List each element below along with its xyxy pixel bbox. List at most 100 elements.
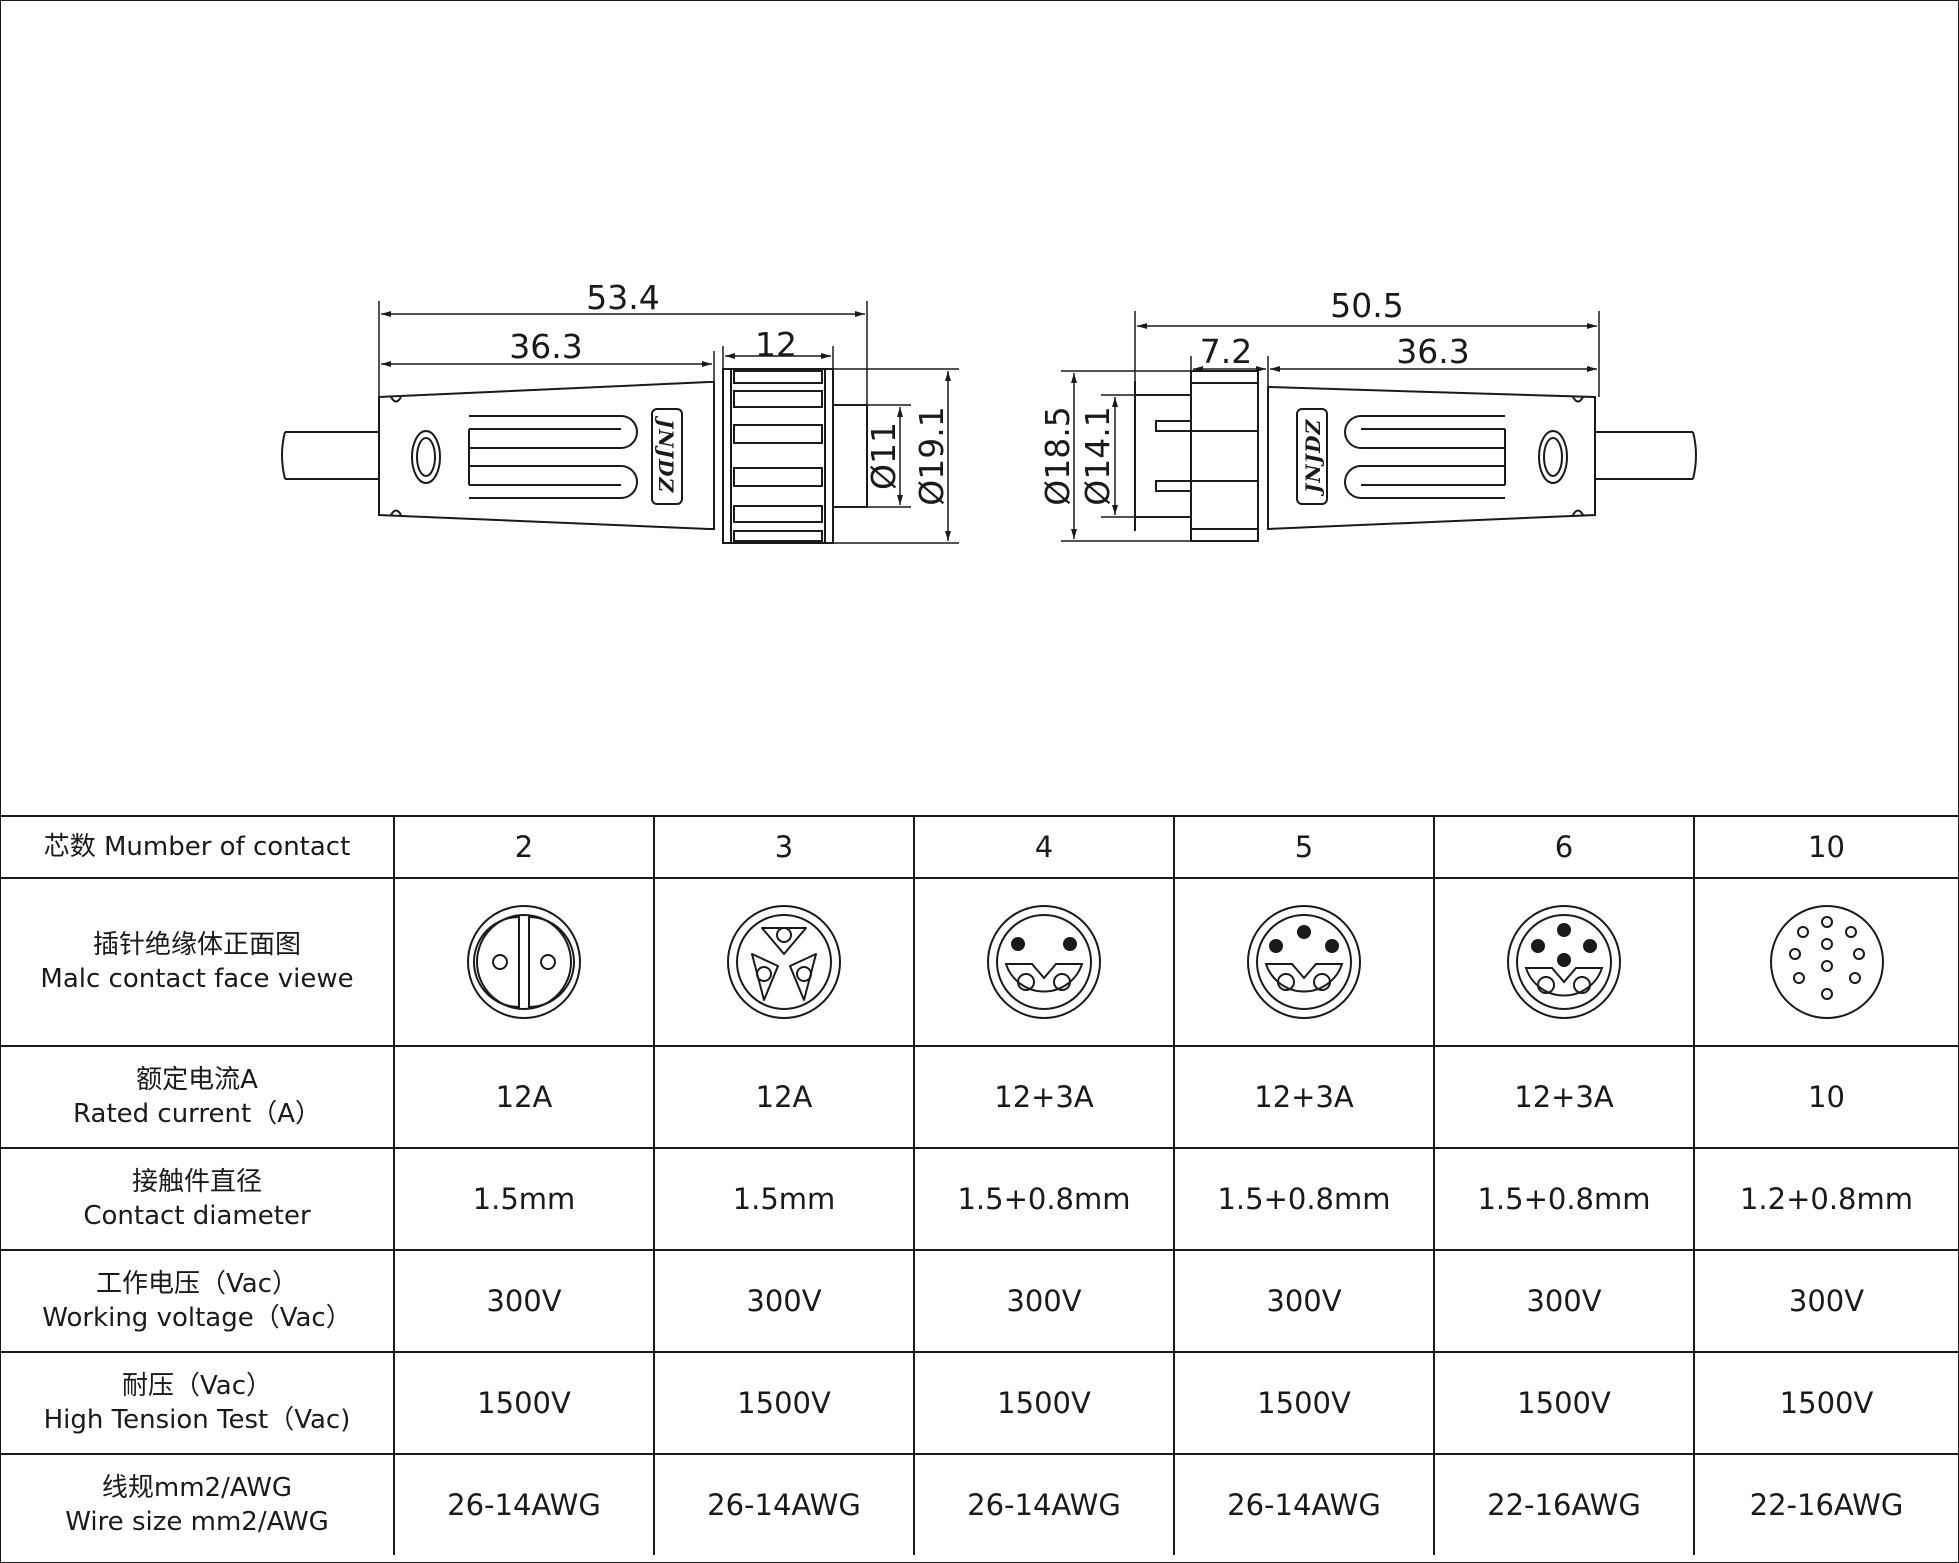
contact-count-cell: 4 <box>913 815 1175 879</box>
face-view-cell <box>393 877 655 1047</box>
female-body <box>1267 385 1596 531</box>
dim-male-body-length: 36.3 <box>509 327 582 366</box>
row-label-en: Wire size mm2/AWG <box>65 1507 329 1537</box>
contact-diameter-cell: 1.5mm <box>653 1147 915 1251</box>
table-row-working-voltage: 工作电压（Vac） Working voltage（Vac） 300V 300V… <box>1 1249 1958 1353</box>
male-grip-slot <box>469 465 638 499</box>
technical-drawing: JNJDZ 53.4 36.3 12 <box>1 1 1958 815</box>
male-coupling-nut <box>722 368 834 544</box>
row-label-face-view: 插针绝缘体正面图 Malc contact face viewe <box>1 877 395 1047</box>
table-row-wire-size: 线规mm2/AWG Wire size mm2/AWG 26-14AWG 26-… <box>1 1453 1958 1555</box>
contact-count-cell: 6 <box>1433 815 1695 879</box>
table-row-rated-current: 额定电流A Rated current（A） 12A 12A 12+3A 12+… <box>1 1045 1958 1149</box>
row-label-contact-diameter: 接触件直径 Contact diameter <box>1 1147 395 1251</box>
male-logo-badge <box>651 408 683 505</box>
high-tension-cell: 1500V <box>393 1351 655 1455</box>
row-label-en: Rated current（A） <box>73 1099 321 1129</box>
dim-male-total-length: 53.4 <box>586 278 659 317</box>
dim-female-outer-diameter: Ø18.5 <box>1038 406 1077 505</box>
female-grip-slot <box>1344 415 1505 449</box>
contact-count-cell: 5 <box>1173 815 1435 879</box>
dim-male-inner-diameter: Ø11 <box>864 422 903 490</box>
row-label-en: Malc contact face viewe <box>40 964 354 994</box>
spec-table: 芯数 Mumber of contact 2 3 4 5 6 10 插针绝缘体正… <box>1 815 1958 1555</box>
face-view-cell <box>1433 877 1695 1047</box>
table-row-high-tension-test: 耐压（Vac） High Tension Test（Vac) 1500V 150… <box>1 1351 1958 1455</box>
working-voltage-cell: 300V <box>1433 1249 1695 1353</box>
contact-diameter-cell: 1.5+0.8mm <box>1433 1147 1695 1251</box>
face-view-cell <box>913 877 1175 1047</box>
row-label-cn: 接触件直径 <box>131 1167 262 1197</box>
contact-face-10pin-icon <box>1769 905 1884 1019</box>
working-voltage-cell: 300V <box>393 1249 655 1353</box>
contact-diameter-cell: 1.2+0.8mm <box>1693 1147 1958 1251</box>
row-label-en: Contact diameter <box>83 1201 311 1231</box>
female-oval-window <box>1538 430 1568 484</box>
wire-size-cell: 26-14AWG <box>1173 1453 1435 1555</box>
male-dimension-lines <box>378 301 959 544</box>
working-voltage-cell: 300V <box>653 1249 915 1353</box>
dim-female-body-length: 36.3 <box>1396 332 1469 371</box>
male-oval-window <box>411 430 441 484</box>
face-view-cell <box>1693 877 1958 1047</box>
wire-size-cell: 26-14AWG <box>393 1453 655 1555</box>
row-label-wire-size: 线规mm2/AWG Wire size mm2/AWG <box>1 1453 395 1555</box>
row-label-cn: 工作电压（Vac） <box>96 1269 298 1299</box>
male-brand-mark: JNJDZ <box>654 415 678 494</box>
rated-current-cell: 12+3A <box>913 1045 1175 1149</box>
male-grip-slot <box>469 415 638 449</box>
row-label-cn: 插针绝缘体正面图 <box>92 930 301 960</box>
connector-drawing: JNJDZ 53.4 36.3 12 <box>281 278 1697 544</box>
rated-current-cell: 10 <box>1693 1045 1958 1149</box>
female-brand-mark: JNJDZ <box>1301 419 1325 498</box>
female-dimension-lines <box>1061 311 1600 542</box>
male-body <box>378 381 715 530</box>
rated-current-cell: 12A <box>393 1045 655 1149</box>
female-logo-badge <box>1296 408 1328 505</box>
row-label-en: Working voltage（Vac） <box>42 1303 352 1333</box>
male-front-sleeve <box>832 404 868 508</box>
wire-size-cell: 22-16AWG <box>1433 1453 1695 1555</box>
contact-count-cell: 10 <box>1693 815 1958 879</box>
working-voltage-cell: 300V <box>1173 1249 1435 1353</box>
contact-diameter-cell: 1.5+0.8mm <box>913 1147 1175 1251</box>
contact-face-4pin-icon <box>987 905 1101 1019</box>
female-coupling-ring <box>1190 370 1259 542</box>
dim-female-inner-diameter: Ø14.1 <box>1078 406 1117 505</box>
contact-diameter-cell: 1.5mm <box>393 1147 655 1251</box>
working-voltage-cell: 300V <box>913 1249 1175 1353</box>
dim-female-total-length: 50.5 <box>1330 286 1403 325</box>
high-tension-cell: 1500V <box>653 1351 915 1455</box>
row-label-cn: 耐压（Vac） <box>122 1371 272 1401</box>
row-label-high-tension-test: 耐压（Vac） High Tension Test（Vac) <box>1 1351 395 1455</box>
contact-face-5pin-icon <box>1247 905 1361 1019</box>
wire-size-cell: 26-14AWG <box>913 1453 1175 1555</box>
table-row-contact-diameter: 接触件直径 Contact diameter 1.5mm 1.5mm 1.5+0… <box>1 1147 1958 1251</box>
high-tension-cell: 1500V <box>913 1351 1175 1455</box>
contact-count-cell: 3 <box>653 815 915 879</box>
rated-current-cell: 12A <box>653 1045 915 1149</box>
row-label-contacts: 芯数 Mumber of contact <box>1 815 395 879</box>
high-tension-cell: 1500V <box>1173 1351 1435 1455</box>
row-label-cn: 线规mm2/AWG <box>101 1473 293 1503</box>
dim-female-front-length: 7.2 <box>1200 332 1252 371</box>
row-label-working-voltage: 工作电压（Vac） Working voltage（Vac） <box>1 1249 395 1353</box>
wire-size-cell: 26-14AWG <box>653 1453 915 1555</box>
rated-current-cell: 12+3A <box>1433 1045 1695 1149</box>
contact-face-6pin-icon <box>1507 905 1621 1019</box>
face-view-cell <box>1173 877 1435 1047</box>
contact-diameter-cell: 1.5+0.8mm <box>1173 1147 1435 1251</box>
female-connector <box>1134 370 1697 542</box>
dim-male-nut-length: 12 <box>755 325 797 364</box>
wire-size-cell: 22-16AWG <box>1693 1453 1958 1555</box>
high-tension-cell: 1500V <box>1693 1351 1958 1455</box>
female-grip-slot <box>1344 465 1505 499</box>
face-view-cell <box>653 877 915 1047</box>
row-label-cn: 额定电流A <box>136 1065 258 1095</box>
table-row-face-view: 插针绝缘体正面图 Malc contact face viewe <box>1 877 1958 1047</box>
table-row-contacts: 芯数 Mumber of contact 2 3 4 5 6 10 <box>1 815 1958 879</box>
working-voltage-cell: 300V <box>1693 1249 1958 1353</box>
contact-face-2pin-icon <box>467 905 581 1019</box>
contact-face-3pin-icon <box>727 905 841 1019</box>
